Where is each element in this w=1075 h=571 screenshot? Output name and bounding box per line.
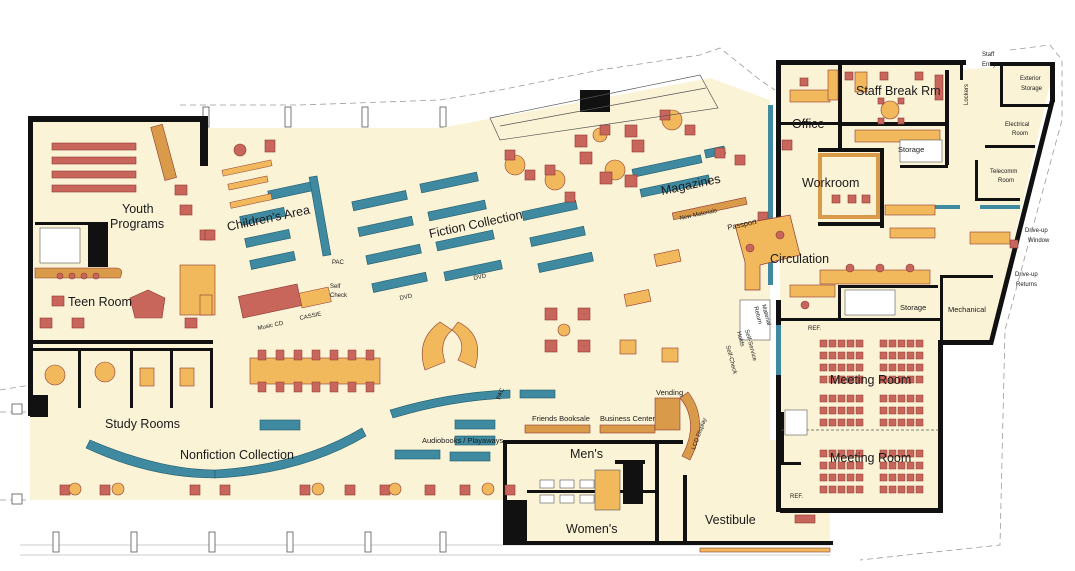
childrens-chairs: [204, 139, 276, 241]
label-lockers: Lockers: [964, 84, 970, 105]
staff-chairs: [781, 71, 1019, 249]
staff-furniture: [789, 69, 1011, 245]
label-mens: Men's: [570, 447, 603, 461]
circulation-chairs: [745, 230, 915, 310]
walls: [28, 60, 1055, 545]
meeting-room-divider: [781, 409, 940, 436]
restroom-fixtures: [539, 469, 621, 511]
glazing: [768, 105, 1020, 375]
label-material-return-1: Material: [760, 304, 771, 326]
room-labels: Youth Programs Teen Room Study Rooms Chi…: [68, 52, 1050, 536]
label-meeting-room-top: Meeting Room: [830, 373, 911, 387]
label-drive-up-returns-2: Returns: [1016, 282, 1037, 288]
booksale-business: [524, 391, 700, 461]
label-exterior-storage-2: Storage: [1021, 86, 1043, 92]
label-self-check-children-2: Check: [330, 293, 348, 299]
label-womens: Women's: [566, 522, 617, 536]
label-drive-up-window-2: Window: [1028, 238, 1050, 244]
label-office: Office: [792, 117, 824, 131]
label-pac-mid: PAC: [496, 387, 506, 401]
label-music-cd: Music CD: [257, 321, 284, 332]
label-pac-children: PAC: [332, 260, 345, 266]
vestibule-mats: [699, 514, 831, 553]
label-friends-booksale: Friends Booksale: [532, 414, 590, 423]
label-dvd-1: DVD: [399, 293, 413, 302]
label-electrical-room-2: Room: [1012, 131, 1028, 137]
label-self-check-children-1: Self: [330, 284, 341, 290]
childrens-shelving: [239, 175, 332, 270]
label-telecomm-room-2: Room: [998, 178, 1014, 184]
childrens-cd-rack: [238, 283, 302, 319]
label-business-center: Business Center: [600, 414, 656, 423]
label-workroom: Workroom: [802, 176, 859, 190]
label-teen-room: Teen Room: [68, 295, 132, 309]
label-storage-top: Storage: [898, 145, 924, 154]
childrens-tables: [221, 159, 332, 309]
teen-computers: [179, 264, 216, 316]
central-computers: [249, 349, 381, 393]
label-ref-top: REF.: [808, 326, 821, 332]
south-seating: [59, 482, 516, 496]
label-exterior-storage-1: Exterior: [1020, 76, 1041, 82]
north-clerestory: [489, 74, 719, 141]
new-materials-shelf: [671, 197, 748, 221]
label-storage-mid: Storage: [900, 303, 926, 312]
label-staff-entry-2: Entry: [982, 62, 996, 68]
youth-stage: [34, 123, 177, 279]
reading-chairs: [504, 109, 769, 353]
youth-programs-seating: [51, 142, 137, 193]
label-study-rooms: Study Rooms: [105, 417, 180, 431]
label-staff-entry-1: Staff: [982, 52, 995, 58]
label-youth-programs-2: Programs: [110, 217, 164, 231]
label-mechanical: Mechanical: [948, 305, 986, 314]
label-self-service-holds-2: Holds: [735, 331, 745, 347]
study-room-tables: [44, 361, 195, 387]
central-pac-arcs: [421, 321, 478, 371]
label-nonfiction-collection: Nonfiction Collection: [180, 448, 294, 462]
label-drive-up-window-1: Drive-up: [1025, 228, 1048, 234]
label-drive-up-returns-1: Drive-up: [1015, 272, 1038, 278]
label-cassie: CASSIE: [299, 312, 322, 322]
storage-boxes: [844, 139, 943, 316]
nonfiction-shelving: [85, 389, 556, 479]
label-meeting-room-bottom: Meeting Room: [830, 451, 911, 465]
fiction-shelving: [351, 171, 594, 293]
label-vestibule: Vestibule: [705, 513, 756, 527]
label-youth-programs-1: Youth: [122, 202, 154, 216]
label-material-return-2: Return: [752, 306, 762, 325]
label-staff-break-rm: Staff Break Rm: [856, 84, 941, 98]
label-dvd-2: DVD: [473, 273, 487, 282]
label-circulation: Circulation: [770, 252, 829, 266]
label-vending: Vending: [656, 388, 683, 397]
meeting-room-seating: [819, 339, 924, 494]
label-electrical-room-1: Electrical: [1005, 122, 1029, 128]
label-audiobooks: Audiobooks / Playaways: [422, 436, 504, 445]
label-ref-bottom: REF.: [790, 494, 803, 500]
label-telecomm-room-1: Telecomm: [990, 169, 1017, 175]
